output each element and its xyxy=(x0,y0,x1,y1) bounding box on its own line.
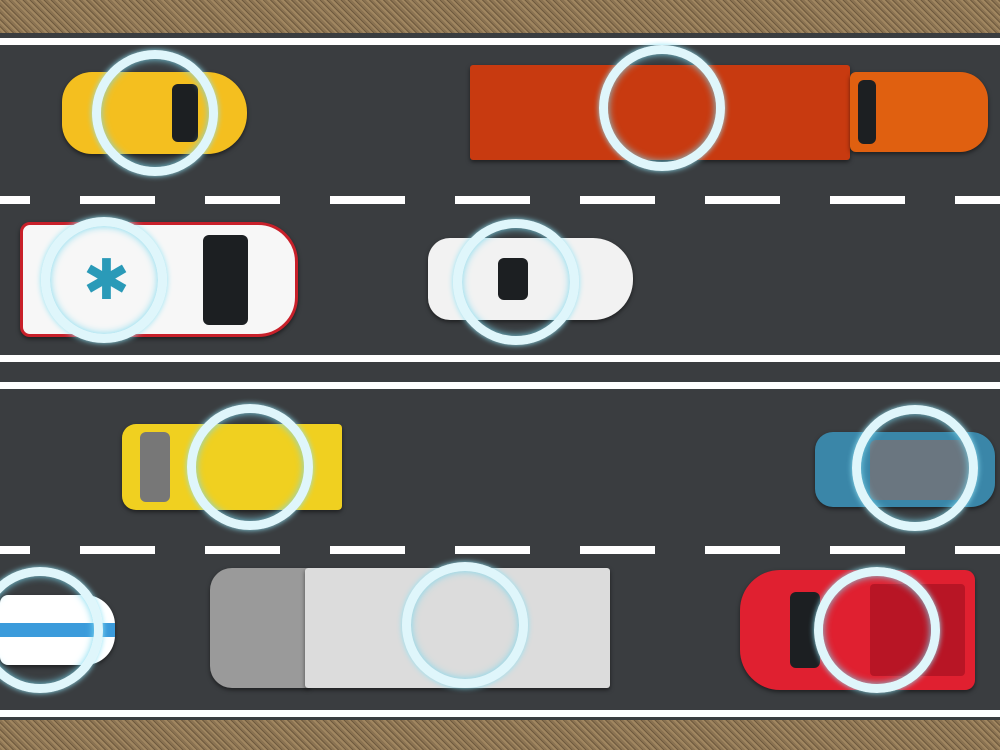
tap-target-blue-car[interactable] xyxy=(852,405,978,531)
ambulance-windshield xyxy=(203,235,248,325)
lane-divider xyxy=(0,196,1000,204)
lane-edge xyxy=(0,710,1000,717)
sand-bottom xyxy=(0,720,1000,750)
tap-target-yellow-van[interactable] xyxy=(187,404,313,530)
lane-edge xyxy=(0,382,1000,389)
van-windshield xyxy=(140,432,170,502)
tap-target-orange-semi[interactable] xyxy=(599,45,725,171)
tap-target-white-car[interactable] xyxy=(453,219,579,345)
white-truck-cab[interactable] xyxy=(210,568,310,688)
lane-edge xyxy=(0,38,1000,45)
orange-semi-cab[interactable] xyxy=(850,72,988,152)
sand-top xyxy=(0,0,1000,33)
tap-target-ambulance[interactable] xyxy=(41,217,167,343)
tap-target-taxi[interactable] xyxy=(92,50,218,176)
lane-divider xyxy=(0,546,1000,554)
lane-edge xyxy=(0,355,1000,362)
tap-target-police-car[interactable] xyxy=(0,567,103,693)
cab-window xyxy=(858,80,876,144)
tap-target-red-pickup[interactable] xyxy=(814,567,940,693)
tap-target-white-truck[interactable] xyxy=(402,562,528,688)
